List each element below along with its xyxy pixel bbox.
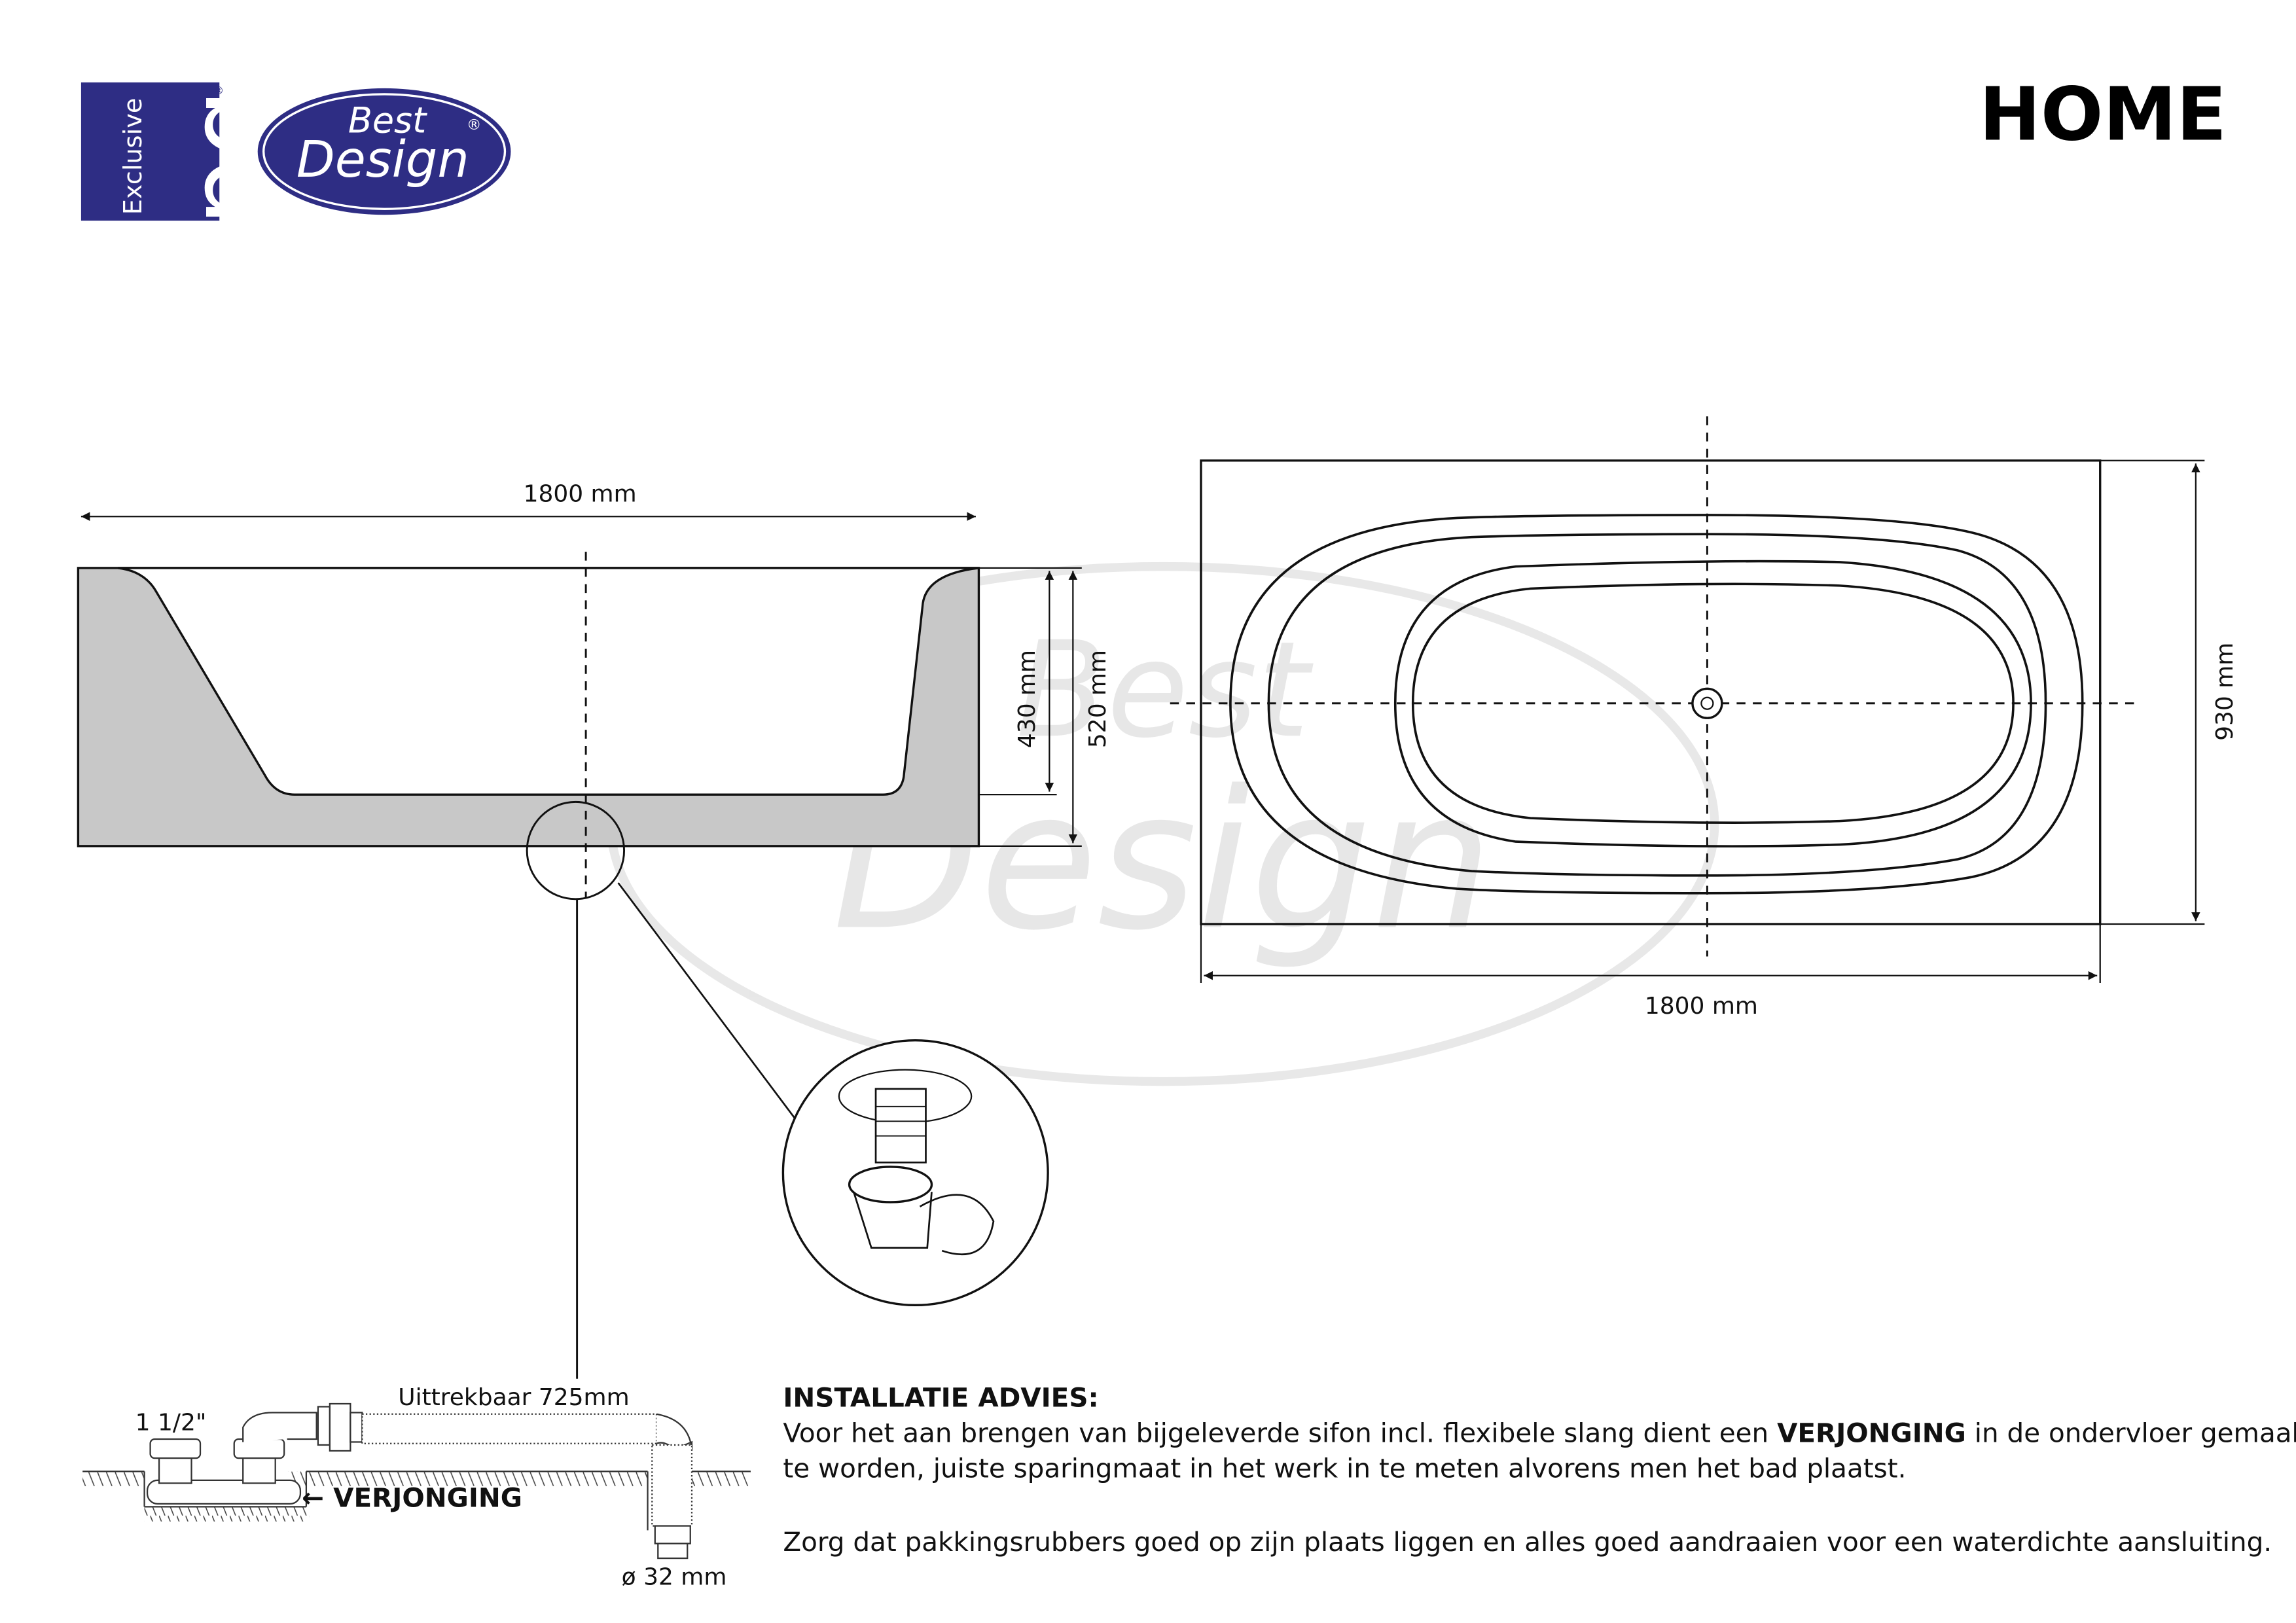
advice-line-2: te worden, juiste sparingmaat in het wer… <box>783 1452 1906 1484</box>
drain-detail <box>781 1039 1049 1307</box>
logo-best-text: Best <box>348 99 427 141</box>
logo-design-text: Design <box>296 131 469 189</box>
inner-depth-label: 430 mm <box>1014 650 1041 748</box>
advice-line-1-end: in de ondervloer gemaakt <box>1966 1417 2296 1448</box>
top-depth-label: 930 mm <box>2212 643 2238 741</box>
exclusive-bd-logo: Exclusive bd ® <box>81 82 306 226</box>
side-view <box>77 512 1082 1379</box>
advice-title: INSTALLATIE ADVIES: <box>783 1382 1098 1413</box>
logo-exclusive-text: Exclusive <box>119 98 148 215</box>
top-width-label: 1800 mm <box>1645 993 1758 1020</box>
total-height-label: 520 mm <box>1085 650 1111 748</box>
registered-mark: ® <box>213 84 224 97</box>
model-title: HOME <box>1979 72 2227 158</box>
advice-line-1: Voor het aan brengen van bijgeleverde si… <box>783 1417 2296 1448</box>
advice-line-3: Zorg dat pakkingsrubbers goed op zijn pl… <box>783 1526 2272 1558</box>
drain-icon <box>1691 687 1723 719</box>
siphon-diagram <box>82 1402 751 1560</box>
diameter-label: ø 32 mm <box>622 1564 727 1591</box>
reducer-label: ← VERJONGING <box>302 1482 522 1513</box>
top-view <box>1170 416 2205 983</box>
installation-advice: INSTALLATIE ADVIES: Voor het aan brengen… <box>783 1382 2296 1557</box>
extendable-label: Uittrekbaar 725mm <box>398 1384 629 1411</box>
best-design-logo: Best Design ® <box>257 88 511 215</box>
registered-mark: ® <box>467 116 481 134</box>
thread-size-label: 1 1/2" <box>135 1409 207 1436</box>
side-width-label: 1800 mm <box>524 481 637 508</box>
watermark-best: Best <box>1016 613 1314 767</box>
advice-line-1-bold: VERJONGING <box>1777 1417 1966 1448</box>
advice-line-1-start: Voor het aan brengen van bijgeleverde si… <box>783 1417 1777 1448</box>
